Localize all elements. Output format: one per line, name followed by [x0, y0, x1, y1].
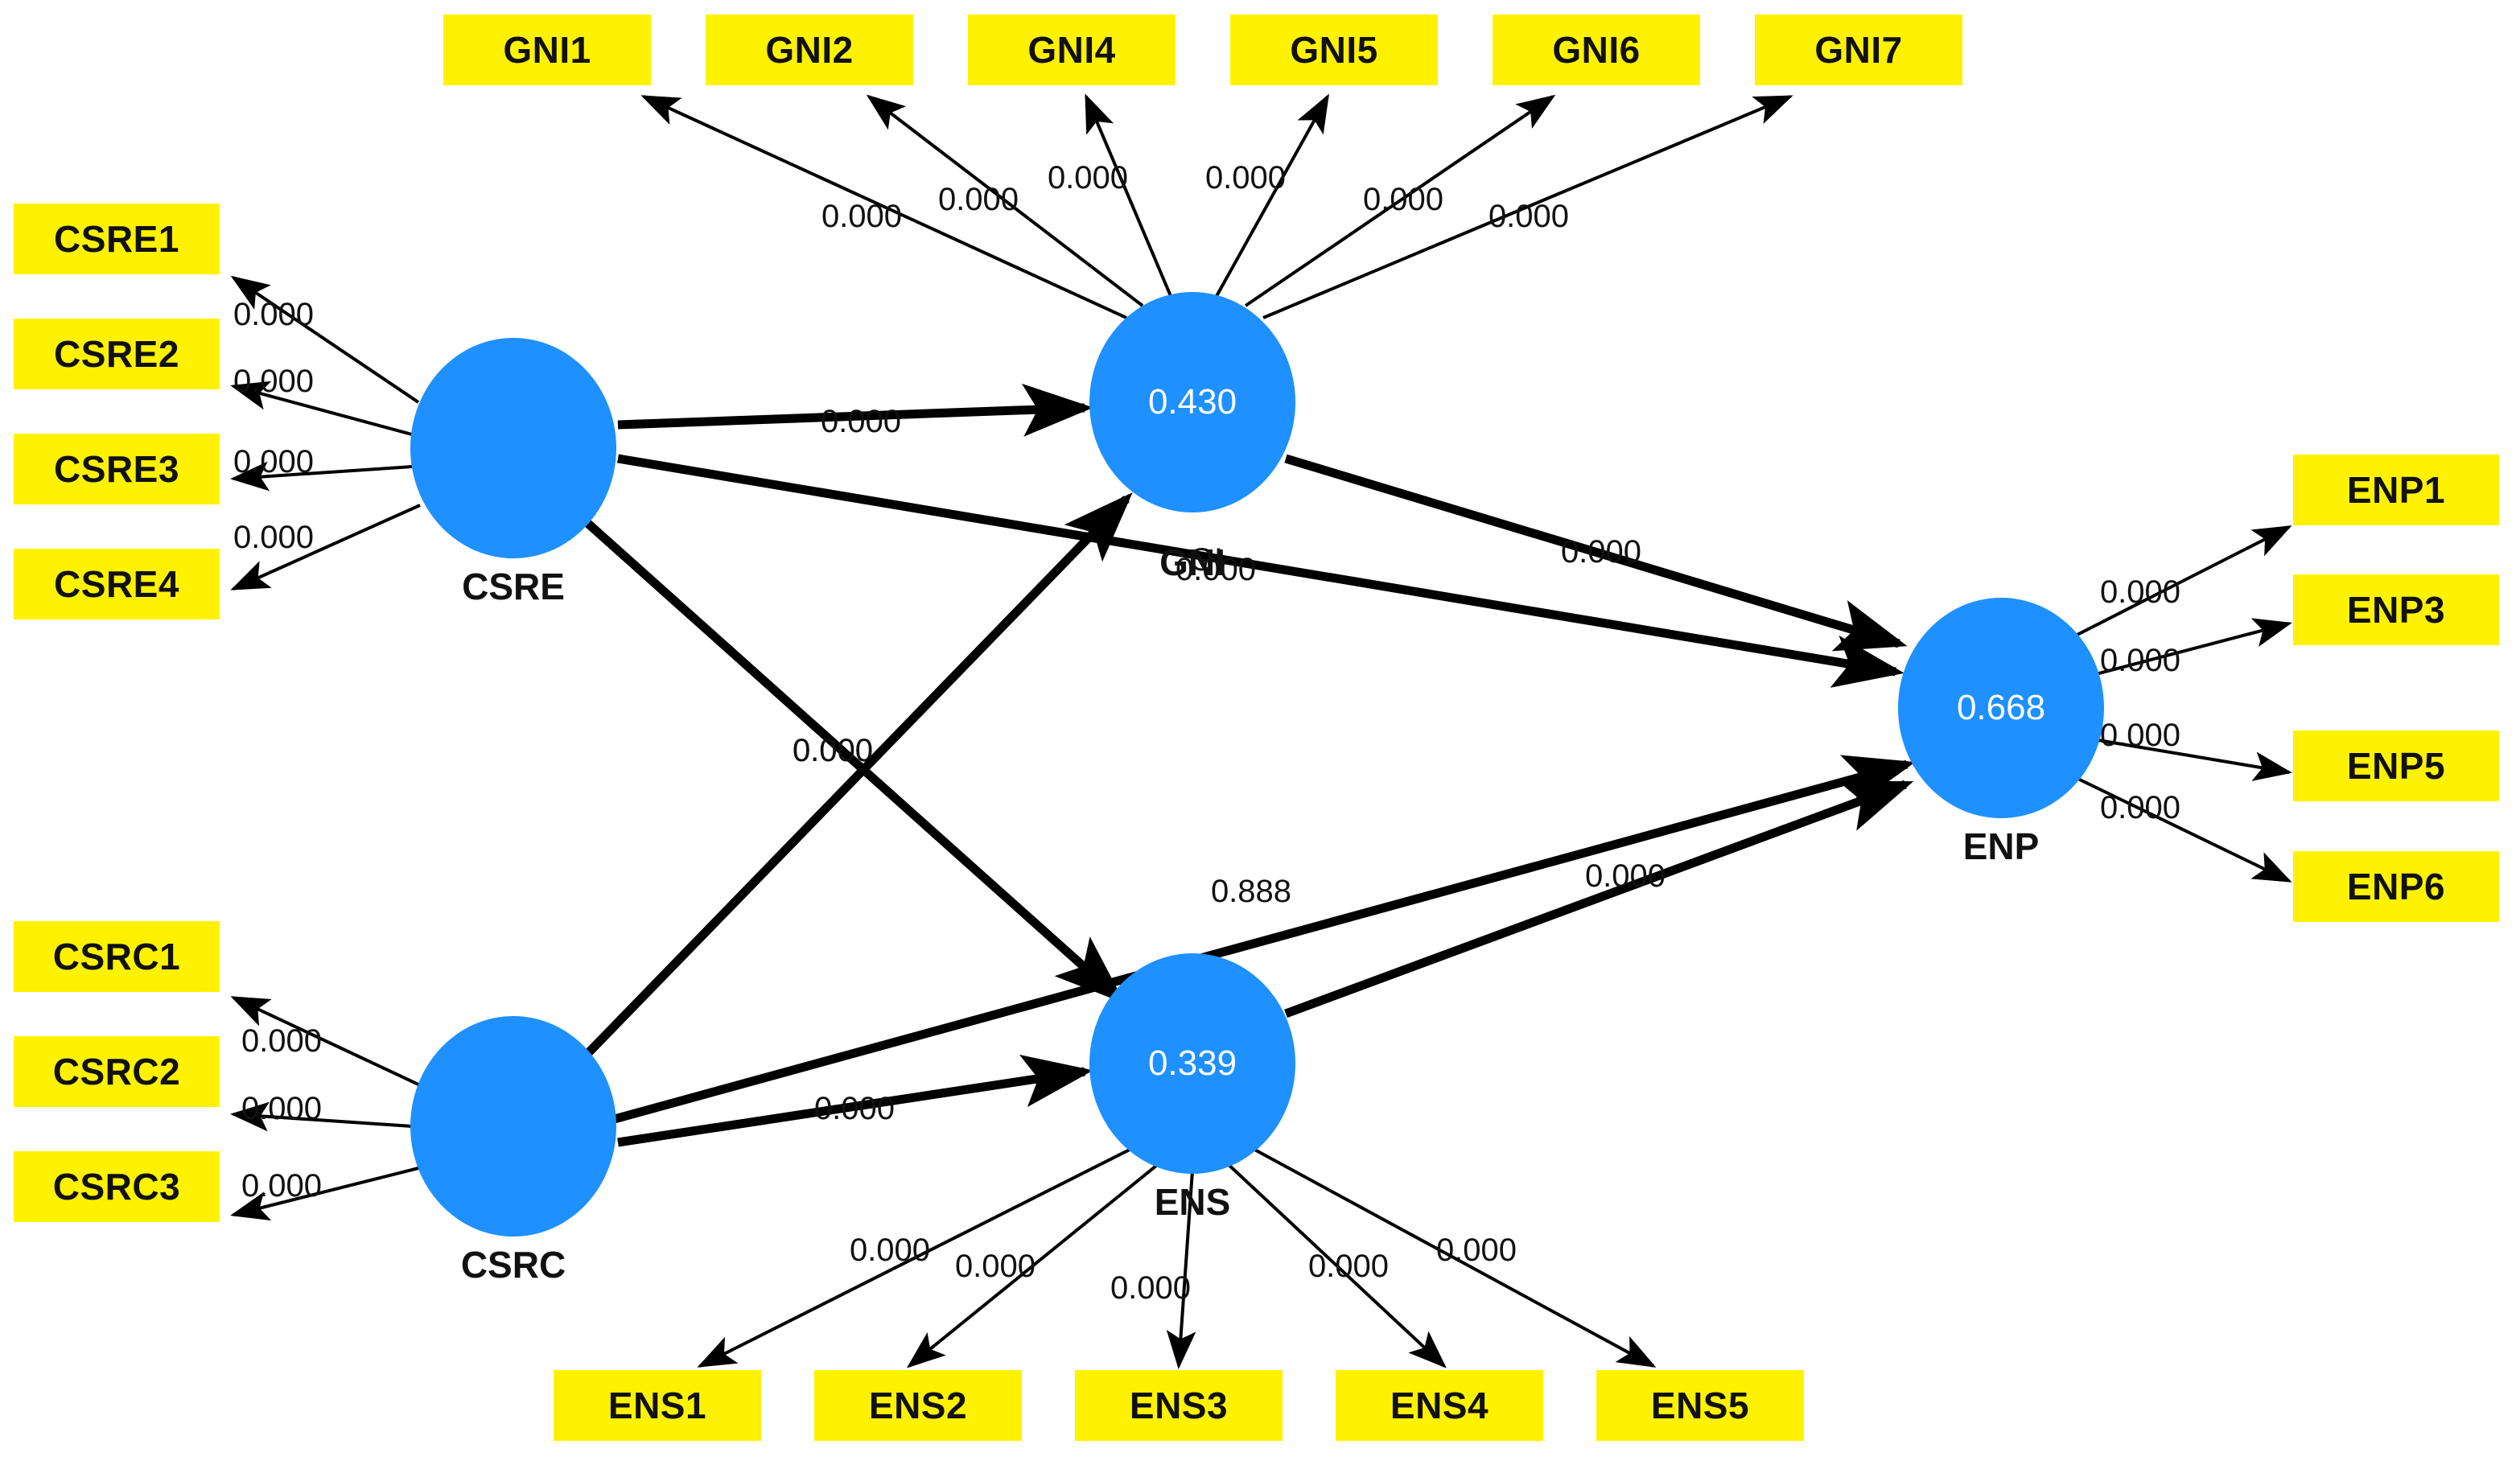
edge-label-gni-gni7: 0.000	[1488, 199, 1570, 234]
edge-label-ens-ens4: 0.000	[1307, 1249, 1390, 1284]
edge-ens-to-ens1	[697, 1145, 1137, 1368]
edge-ens-to-enp	[1284, 780, 1914, 1019]
edge-label-ens-ens2: 0.000	[954, 1249, 1036, 1284]
edge-csrc-to-ens	[617, 1054, 1093, 1147]
edge-gni-to-gni2	[866, 94, 1144, 307]
construct-label-csre: CSRE	[462, 566, 565, 607]
edge-label-gni-gni5: 0.000	[1204, 160, 1287, 195]
indicator-box-enp5[interactable]: ENP5	[2293, 730, 2499, 801]
construct-node-csre[interactable]	[410, 338, 616, 558]
edge-label-enp-enp3: 0.000	[2099, 643, 2181, 678]
edge-enp-to-enp1	[2059, 525, 2292, 645]
edge-label-csrc-gni: 0.000	[792, 733, 874, 768]
construct-node-enp[interactable]: 0.668	[1898, 598, 2104, 818]
construct-node-ens[interactable]: 0.339	[1089, 953, 1295, 1174]
edge-gni-to-gni4	[1085, 93, 1172, 297]
edge-label-enp-enp1: 0.000	[2099, 574, 2181, 610]
edge-csrc-to-csrc3	[230, 1167, 419, 1221]
indicator-box-gni7[interactable]: GNI7	[1755, 14, 1962, 85]
edge-label-csre-csre4: 0.000	[233, 520, 315, 555]
edge-gni-to-gni1	[640, 95, 1127, 319]
edge-label-enp-enp6: 0.000	[2099, 790, 2181, 825]
indicator-box-ens3[interactable]: ENS3	[1075, 1370, 1283, 1441]
edge-label-gni-gni6: 0.000	[1362, 182, 1444, 217]
edge-label-enp-enp5: 0.000	[2099, 718, 2181, 753]
edge-gni-to-gni5	[1215, 93, 1329, 297]
edge-label-csre-gni: 0.000	[820, 404, 902, 439]
construct-label-gni: GNI	[1159, 541, 1225, 583]
edge-label-csrc-csrc1: 0.000	[241, 1023, 323, 1059]
edge-csre-to-ens	[584, 519, 1126, 1004]
edge-label-ens-ens1: 0.000	[849, 1232, 931, 1268]
edge-label-csre-enp: 0.000	[1175, 552, 1257, 587]
edge-ens-to-ens4	[1225, 1161, 1447, 1368]
edge-csrc-to-csrc1	[230, 996, 419, 1086]
indicator-box-csre2[interactable]: CSRE2	[14, 319, 220, 389]
indicator-box-gni4[interactable]: GNI4	[968, 14, 1176, 85]
construct-node-csrc[interactable]	[410, 1016, 616, 1237]
construct-label-enp: ENP	[1962, 825, 2040, 867]
edge-csre-to-csre4	[230, 504, 421, 591]
indicator-box-csrc2[interactable]: CSRC2	[14, 1036, 220, 1107]
measurement-edge-layer	[230, 93, 2292, 1369]
construct-label-csrc: CSRC	[460, 1244, 566, 1286]
edge-csre-to-gni	[617, 383, 1093, 437]
edge-csre-to-csre1	[230, 275, 420, 404]
edge-label-csrc-csrc2: 0.000	[241, 1091, 323, 1126]
edge-gni-to-enp	[1284, 454, 1908, 652]
edge-gni-to-gni7	[1262, 95, 1793, 319]
edge-label-csre-csre2: 0.000	[233, 364, 315, 399]
edge-label-ens-enp: 0.000	[1584, 858, 1666, 894]
edge-label-gni-gni2: 0.000	[937, 182, 1019, 217]
edge-csrc-to-csrc2	[230, 1101, 413, 1132]
edge-csrc-to-gni	[584, 492, 1133, 1057]
edge-label-gni-gni4: 0.000	[1047, 160, 1129, 195]
edge-enp-to-enp6	[2061, 769, 2292, 883]
indicator-box-csre1[interactable]: CSRE1	[14, 204, 220, 274]
indicator-box-csre4[interactable]: CSRE4	[14, 549, 220, 619]
indicator-box-enp3[interactable]: ENP3	[2293, 574, 2499, 645]
structural-edge-layer	[584, 383, 1916, 1147]
edge-ens-to-ens3	[1166, 1170, 1196, 1369]
indicator-box-gni2[interactable]: GNI2	[706, 14, 913, 85]
edge-enp-to-enp3	[2073, 618, 2292, 681]
edge-label-gni-enp: 0.000	[1560, 534, 1642, 570]
edge-csre-to-csre3	[230, 461, 413, 492]
indicator-box-enp1[interactable]: ENP1	[2293, 455, 2499, 525]
clipped-construct-label-0: GI	[1188, 542, 1223, 578]
construct-node-gni[interactable]: 0.430	[1089, 292, 1295, 512]
indicator-box-ens5[interactable]: ENS5	[1596, 1370, 1804, 1441]
edge-csre-to-enp	[617, 454, 1904, 688]
indicator-box-gni5[interactable]: GNI5	[1230, 14, 1438, 85]
edge-label-csre-csre1: 0.000	[233, 297, 315, 332]
indicator-box-enp6[interactable]: ENP6	[2293, 851, 2499, 922]
indicator-box-ens4[interactable]: ENS4	[1336, 1370, 1543, 1441]
construct-label-ens: ENS	[1154, 1181, 1231, 1223]
edge-label-csre-csre3: 0.000	[233, 444, 315, 479]
edge-ens-to-ens5	[1248, 1145, 1657, 1368]
edge-label-csrc-enp: 0.888	[1210, 874, 1292, 909]
edge-csrc-to-enp	[610, 755, 1916, 1125]
indicator-box-csrc1[interactable]: CSRC1	[14, 921, 220, 992]
edge-label-gni-gni1: 0.000	[821, 199, 903, 234]
indicator-box-gni1[interactable]: GNI1	[443, 14, 651, 85]
edge-label-csre-ens: 0.000	[792, 733, 874, 768]
edge-enp-to-enp5	[2073, 735, 2292, 781]
indicator-box-csrc3[interactable]: CSRC3	[14, 1151, 220, 1222]
edge-csre-to-csre2	[230, 381, 413, 436]
edge-label-ens-ens3: 0.000	[1110, 1270, 1192, 1306]
edge-gni-to-gni6	[1244, 94, 1556, 307]
indicator-box-csre3[interactable]: CSRE3	[14, 434, 220, 504]
indicator-box-gni6[interactable]: GNI6	[1493, 14, 1700, 85]
edge-label-ens-ens5: 0.000	[1435, 1232, 1517, 1268]
edge-label-csrc-csrc3: 0.000	[241, 1168, 323, 1204]
edge-label-csrc-ens: 0.000	[813, 1091, 896, 1126]
edge-ens-to-ens2	[906, 1161, 1162, 1368]
indicator-box-ens2[interactable]: ENS2	[814, 1370, 1022, 1441]
indicator-box-ens1[interactable]: ENS1	[554, 1370, 761, 1441]
